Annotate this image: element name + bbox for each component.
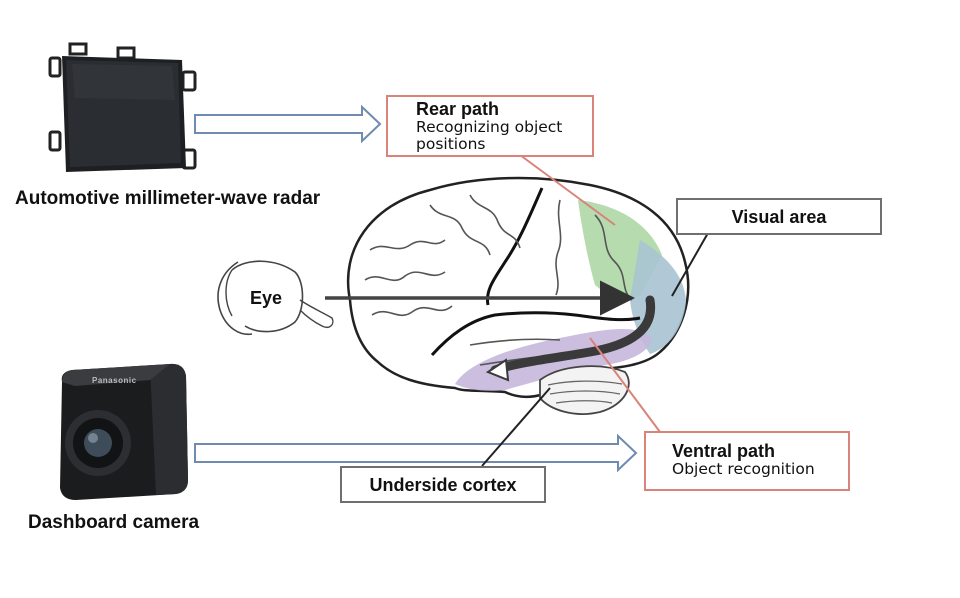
radar-caption: Automotive millimeter-wave radar — [15, 188, 321, 209]
rear-path-line1: Recognizing object — [416, 118, 563, 136]
ventral-path-leader — [589, 337, 661, 433]
camera-caption: Dashboard camera — [28, 512, 200, 533]
underside-cortex-label: Underside cortex — [369, 475, 517, 495]
visual-area-label: Visual area — [731, 207, 827, 227]
rear-path-title: Rear path — [416, 99, 500, 119]
underside-cortex-box: Underside cortex — [340, 466, 546, 503]
radar-arrow — [194, 104, 382, 144]
visual-area-leader — [671, 232, 709, 297]
ventral-path-text: Object recognition — [672, 460, 815, 478]
ventral-path-title: Ventral path — [672, 441, 776, 461]
rear-path-box: Rear path Recognizing object positions — [386, 95, 594, 157]
rear-path-line2: positions — [416, 135, 486, 153]
ventral-stream-arrow — [490, 295, 656, 375]
camera-brand-label: Panasonic — [92, 376, 137, 385]
camera-icon — [60, 363, 188, 500]
eye-label: Eye — [250, 288, 283, 308]
visual-area-box: Visual area — [676, 198, 882, 235]
brain-icon — [346, 176, 690, 415]
underside-cortex-leader — [481, 387, 551, 467]
camera-arrow — [194, 433, 638, 473]
ventral-path-box: Ventral path Object recognition — [644, 431, 850, 491]
eye-icon — [217, 260, 334, 336]
rear-path-leader — [519, 154, 616, 226]
radar-module-icon — [48, 42, 197, 172]
